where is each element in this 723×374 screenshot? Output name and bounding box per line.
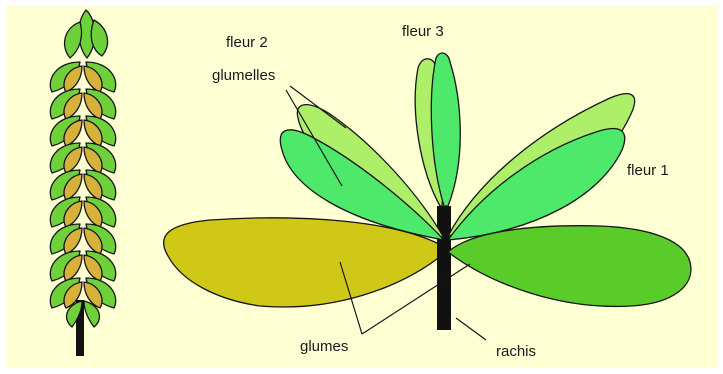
rachis-axis xyxy=(437,206,451,330)
label-fleur-2: fleur 2 xyxy=(226,34,268,51)
label-glumelles: glumelles xyxy=(212,67,275,84)
label-rachis: rachis xyxy=(496,343,536,360)
label-glumes: glumes xyxy=(300,338,348,355)
wheat-spikelet-diagram: fleur 2 glumelles fleur 3 fleur 1 glumes… xyxy=(6,5,718,368)
label-fleur-3: fleur 3 xyxy=(402,23,444,40)
label-fleur-1: fleur 1 xyxy=(627,162,669,179)
